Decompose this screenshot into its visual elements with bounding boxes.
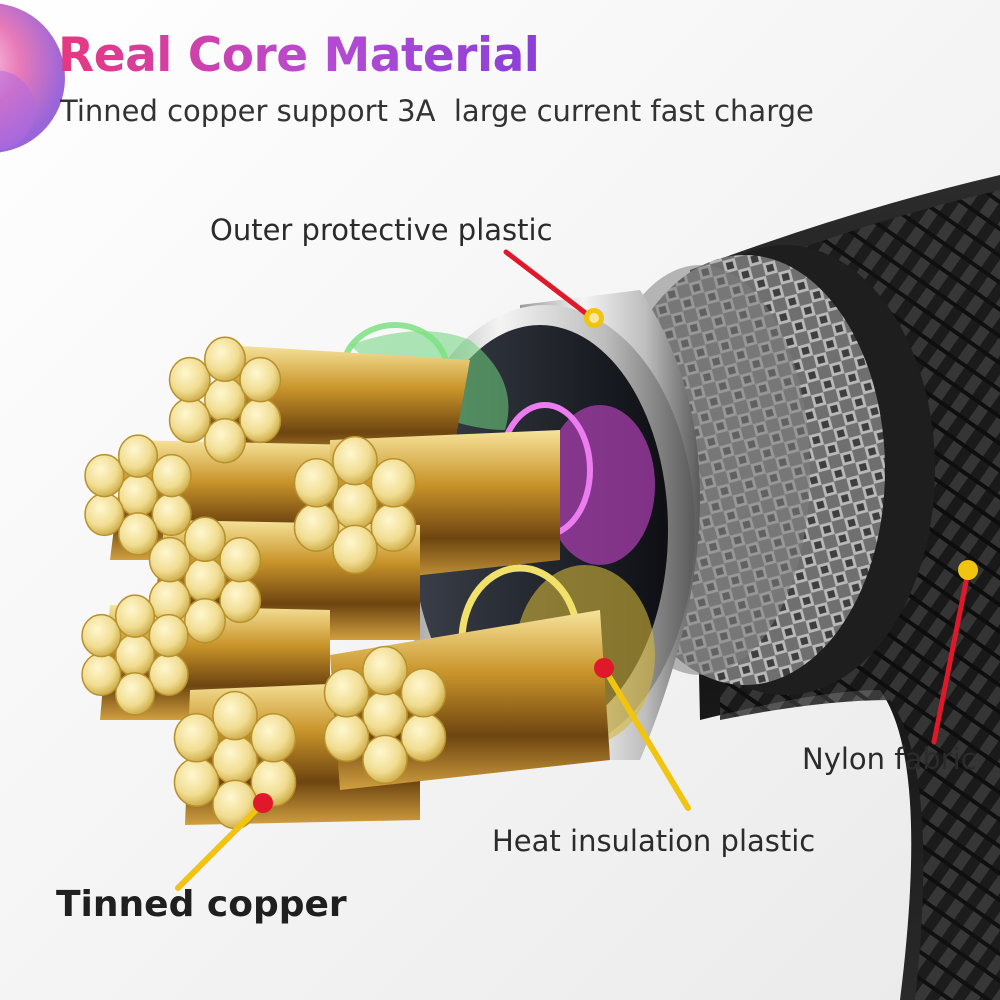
copper-strand-end [81,613,122,658]
copper-strand-end [117,434,159,478]
copper-strand-end [148,652,189,697]
copper-strand-end [173,713,220,763]
copper-strand-end [148,536,191,583]
page-subtitle: Tinned copper support 3A large current f… [60,94,814,128]
callout-heat-insulation-plastic: Heat insulation plastic [492,824,816,858]
copper-strand-end [323,712,370,762]
copper-strand-end [293,458,340,508]
copper-strand-end [84,492,125,537]
callout-tinned-copper: Tinned copper [56,884,347,925]
copper-strand-end [332,435,378,486]
page-title: Real Core Material [58,28,540,83]
copper-strand-end [219,577,262,624]
copper-strand-end [114,594,156,638]
copper-strand-end [400,712,447,762]
copper-strand-end [114,672,156,716]
copper-strand-end [370,458,417,508]
copper-strand-end [250,713,297,763]
copper-strand-end [117,512,159,556]
copper-strand-end [204,417,246,464]
copper-strand-end [362,690,408,740]
copper-strand-end [332,480,378,530]
copper-strand-end [212,690,258,741]
copper-strand-end [239,356,282,403]
copper-strand-end [173,757,220,807]
copper-strand-end [323,668,370,718]
pointer-lines [175,249,978,891]
copper-strand-end [184,557,226,603]
copper-strand-end [204,377,246,423]
copper-strand-end [184,597,226,644]
copper-strand-end [219,536,262,583]
copper-strand-end [212,735,258,785]
copper-strand-end [148,613,189,658]
copper-strand-end [184,516,226,563]
copper-strand-end [204,336,246,383]
copper-strand-end [332,524,378,575]
copper-strand-end [151,453,192,498]
copper-strand-end [114,633,156,677]
callout-outer-protective-plastic: Outer protective plastic [210,213,553,247]
copper-strand-end [400,668,447,718]
copper-strand-end [362,734,408,785]
copper-strand-end [293,502,340,552]
copper-strand-end [239,397,282,444]
copper-strand-end [370,502,417,552]
copper-strand-end [151,492,192,537]
copper-strand-end [81,652,122,697]
header: Real Core Material Tinned copper support… [0,0,1000,160]
copper-strand-end [84,453,125,498]
copper-strand-end [117,473,159,517]
copper-strand-end [168,397,211,444]
callout-nylon-fabric: Nylon fabric [802,742,977,776]
copper-strand-end [212,779,258,830]
copper-strand-end [168,356,211,403]
copper-strand-end [362,645,408,696]
